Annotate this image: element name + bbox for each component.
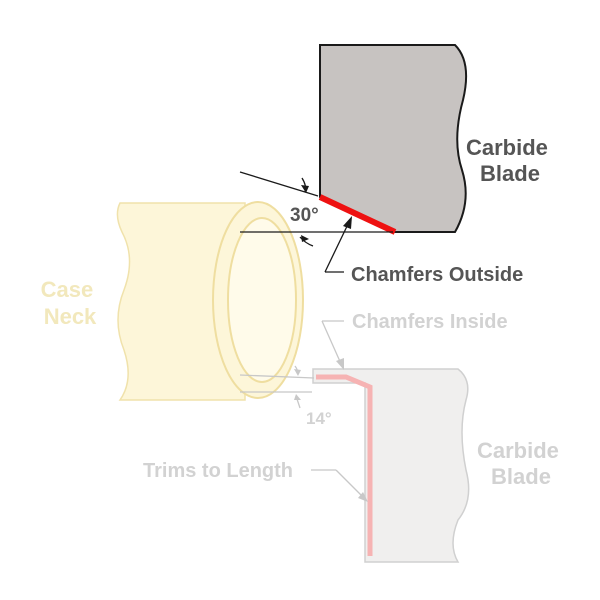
angle-14-label: 14° <box>306 409 332 428</box>
chamfers-inside-arrowhead <box>336 358 344 370</box>
chamfers-outside-leader-diag <box>324 219 351 273</box>
bottom-blade-label: Carbide Blade <box>477 438 565 489</box>
angle-30-label: 30° <box>290 205 319 226</box>
top-carbide-blade <box>319 44 468 233</box>
trims-to-length-leader-diag <box>335 469 365 499</box>
trims-to-length-label: Trims to Length <box>143 460 293 482</box>
bottom-carbide-blade <box>312 368 470 563</box>
chamfers-outside-label: Chamfers Outside <box>351 264 523 286</box>
angle-14-extension-line <box>239 374 315 379</box>
angle-30-arc-bottom <box>299 236 314 247</box>
angle-14-arrowhead-bottom <box>294 394 301 400</box>
trim-edge-highlight <box>316 374 373 556</box>
case-neck-body <box>116 202 246 401</box>
chamfers-outside-arrowhead <box>343 216 352 229</box>
angle-30-extension-line <box>239 171 319 197</box>
top-blade-label: Carbide Blade <box>466 135 554 186</box>
angle-30-arrowhead-top <box>301 185 309 193</box>
trims-to-length-arrowhead <box>358 492 368 502</box>
case-neck-label: Case Neck <box>41 277 100 329</box>
case-mouth-inner <box>227 217 297 383</box>
outside-chamfer-edge <box>318 194 397 235</box>
chamfers-inside-label: Chamfers Inside <box>352 311 508 333</box>
angle-30-arrowhead-bottom <box>301 235 309 242</box>
angle-14-arrowhead-top <box>294 369 301 376</box>
chamfers-inside-leader-diag <box>321 320 343 367</box>
